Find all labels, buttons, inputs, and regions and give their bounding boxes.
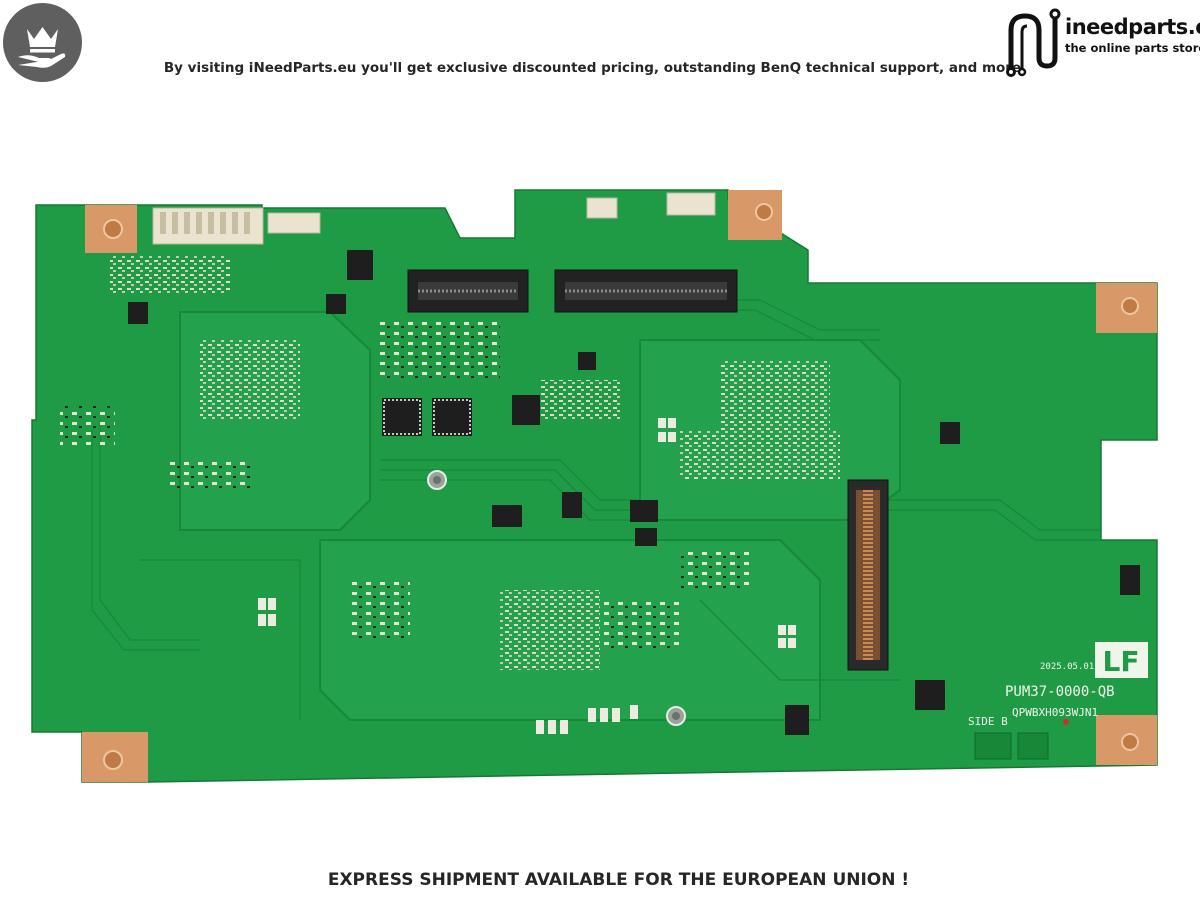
serial-number: QPWBXH093WJN1 xyxy=(1012,706,1098,719)
shipping-banner: EXPRESS SHIPMENT AVAILABLE FOR THE EUROP… xyxy=(327,870,910,890)
logo-subtitle: the online parts store xyxy=(1065,41,1200,55)
header-tagline: By visiting iNeedParts.eu you'll get exc… xyxy=(163,60,1022,76)
crown-badge xyxy=(3,3,82,82)
mounting-pads xyxy=(82,190,1157,782)
ic-chips xyxy=(128,250,1140,735)
part-number: PUM37-0000-QB xyxy=(1005,684,1115,700)
smd-clusters xyxy=(60,255,840,670)
date-code: 2025.05.01 xyxy=(1040,662,1094,672)
lf-mark: LF xyxy=(1103,645,1140,678)
logo-name: ineedparts.eu xyxy=(1065,15,1200,39)
circuit-n-icon xyxy=(1006,8,1061,77)
crown-hand-icon xyxy=(18,27,66,68)
fpc-connectors xyxy=(407,269,889,671)
ineedparts-logo[interactable]: ineedparts.eu the online parts store xyxy=(1003,2,1200,78)
side-label: SIDE B xyxy=(968,715,1008,728)
lf-mark-bg xyxy=(1095,642,1148,678)
wire-connectors xyxy=(152,192,716,245)
